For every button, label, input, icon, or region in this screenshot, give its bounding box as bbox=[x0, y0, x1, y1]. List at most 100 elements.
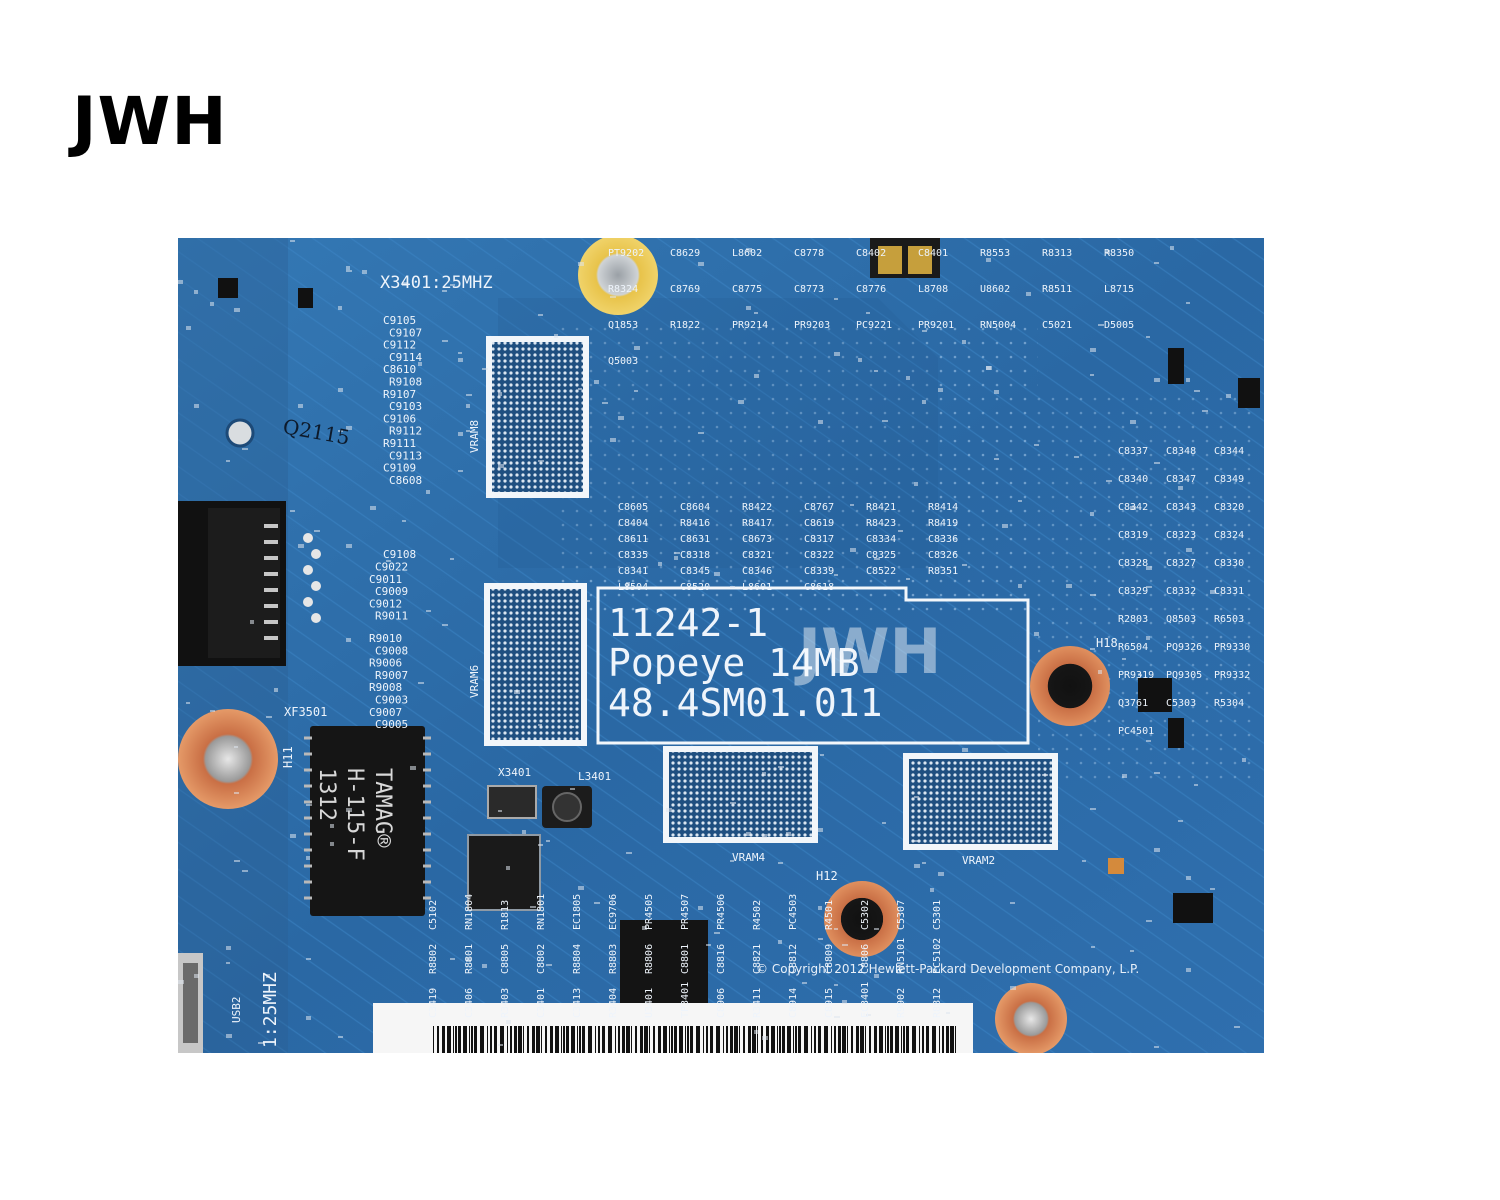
component-designator: C8805 bbox=[500, 944, 511, 974]
component-designator: R9010 bbox=[369, 632, 402, 645]
hole-ref-label: H12 bbox=[816, 869, 838, 883]
component-designator: TP3401 bbox=[680, 982, 691, 1018]
component-designator: C9008 bbox=[375, 644, 408, 657]
motherboard-illustration: X3401:25MHZ 11242-1 Popeye 14MB 48.4SM01… bbox=[178, 238, 1264, 1053]
memory-ref-label: VRAM2 bbox=[962, 854, 995, 867]
component-designator: R9902 bbox=[896, 988, 907, 1018]
component-designator: C8806 bbox=[860, 944, 871, 974]
component-designator: C9012 bbox=[369, 597, 402, 610]
component-designator: PR4505 bbox=[644, 894, 655, 930]
copyright-text: © Copyright 2012 Hewlett-Packard Develop… bbox=[756, 962, 1139, 976]
component-designator: C8775 bbox=[732, 284, 762, 295]
component-designator: C8326 bbox=[928, 550, 958, 561]
component-designator: PR9201 bbox=[918, 320, 954, 331]
mounting-hole-left bbox=[178, 709, 278, 809]
component-designator: C8327 bbox=[1166, 558, 1196, 569]
component-designator: R9112 bbox=[389, 425, 422, 438]
component-designator: R2803 bbox=[1118, 614, 1148, 625]
component-designator: C3401 bbox=[536, 988, 547, 1018]
component-designator: Q1853 bbox=[608, 320, 638, 331]
component-designator: C5102 bbox=[428, 900, 439, 930]
component-designator: EC3401 bbox=[860, 982, 871, 1018]
silkscreen-label-box bbox=[596, 586, 1030, 745]
component-designator: R8324 bbox=[608, 284, 638, 295]
crystal-ref-label: X3401 bbox=[498, 766, 531, 779]
component-designator: C8631 bbox=[680, 534, 710, 545]
component-designator: U8602 bbox=[980, 284, 1010, 295]
component-designator: R4501 bbox=[824, 900, 835, 930]
component-designator: C8769 bbox=[670, 284, 700, 295]
board-part-number: 11242-1 bbox=[608, 601, 768, 645]
memory-ref-label: VRAM8 bbox=[468, 420, 481, 453]
memory-chip bbox=[484, 583, 587, 746]
component-designator: C8915 bbox=[824, 988, 835, 1018]
component-designator: PC9221 bbox=[856, 320, 892, 331]
transformer-marking: 1312 bbox=[314, 768, 339, 821]
component-designator: C8809 bbox=[824, 944, 835, 974]
component-designator: C9109 bbox=[383, 462, 416, 475]
component-designator: R8511 bbox=[1042, 284, 1072, 295]
component-designator: C8673 bbox=[742, 534, 772, 545]
crystal-frequency-label: X3401:25MHZ bbox=[380, 273, 493, 293]
component-designator: C9112 bbox=[383, 339, 416, 352]
component-designator: C8318 bbox=[680, 550, 710, 561]
component-designator: C9108 bbox=[383, 548, 416, 561]
component-designator: C8323 bbox=[1166, 530, 1196, 541]
component-designator: PR9332 bbox=[1214, 670, 1250, 681]
component-designator: C8335 bbox=[618, 550, 648, 561]
component-designator: RN1804 bbox=[464, 894, 475, 930]
component-designator: C9009 bbox=[375, 585, 408, 598]
component-designator: C8778 bbox=[794, 248, 824, 259]
component-designator: C9011 bbox=[369, 573, 402, 586]
component-designator: C9022 bbox=[375, 561, 408, 574]
component-designator: C5303 bbox=[1166, 698, 1196, 709]
component-designator: C9107 bbox=[389, 326, 422, 339]
component-designator: C8349 bbox=[1214, 474, 1244, 485]
designator-group-left: C9105C9107C9112C9114C8610R9108R9107C9103… bbox=[369, 314, 422, 731]
component-designator: C8520 bbox=[680, 582, 710, 593]
component-designator: C8611 bbox=[618, 534, 648, 545]
component-designator: C8329 bbox=[1118, 586, 1148, 597]
component-designator: R8422 bbox=[742, 502, 772, 513]
component-designator: C8339 bbox=[804, 566, 834, 577]
component-designator: L8708 bbox=[918, 284, 948, 295]
component-designator: C9003 bbox=[375, 694, 408, 707]
component-designator: R6503 bbox=[1214, 614, 1244, 625]
ethernet-connector bbox=[178, 501, 321, 666]
component-designator: R8414 bbox=[928, 502, 958, 513]
component-designator: R8350 bbox=[1104, 248, 1134, 259]
component-designator: L8504 bbox=[618, 582, 648, 593]
component-designator: R8804 bbox=[572, 944, 583, 974]
component-designator: PQ9305 bbox=[1166, 670, 1202, 681]
component-designator: C9113 bbox=[389, 449, 422, 462]
component-designator: C8342 bbox=[1118, 502, 1148, 513]
watermark-text: JWH bbox=[794, 615, 941, 688]
component-designator: PR9214 bbox=[732, 320, 768, 331]
component-designator: C8618 bbox=[804, 582, 834, 593]
component-designator: C8821 bbox=[752, 944, 763, 974]
component-designator: R8801 bbox=[464, 944, 475, 974]
component-designator: C8604 bbox=[680, 502, 710, 513]
component-designator: PR9319 bbox=[1118, 670, 1154, 681]
component-designator: R8423 bbox=[866, 518, 896, 529]
component-designator: C3419 bbox=[428, 988, 439, 1018]
component-designator: R9008 bbox=[369, 681, 402, 694]
usb-ref-label: USB2 bbox=[230, 997, 243, 1024]
memory-ref-label: VRAM4 bbox=[732, 851, 765, 864]
mounting-hole-right bbox=[1030, 646, 1110, 726]
component-designator: C5307 bbox=[896, 900, 907, 930]
component-designator: C5301 bbox=[932, 900, 943, 930]
component-designator: L8602 bbox=[732, 248, 762, 259]
component-designator: C8320 bbox=[1214, 502, 1244, 513]
inductor-ref-label: L3401 bbox=[578, 770, 611, 783]
component-designator: PT9202 bbox=[608, 248, 644, 259]
crystal-component bbox=[487, 785, 537, 819]
component-designator: C8401 bbox=[918, 248, 948, 259]
component-designator: R4502 bbox=[752, 900, 763, 930]
component-designator: C9106 bbox=[383, 412, 416, 425]
component-designator: PQ9326 bbox=[1166, 642, 1202, 653]
component-designator: PR9330 bbox=[1214, 642, 1250, 653]
component-designator: R9011 bbox=[375, 610, 408, 623]
